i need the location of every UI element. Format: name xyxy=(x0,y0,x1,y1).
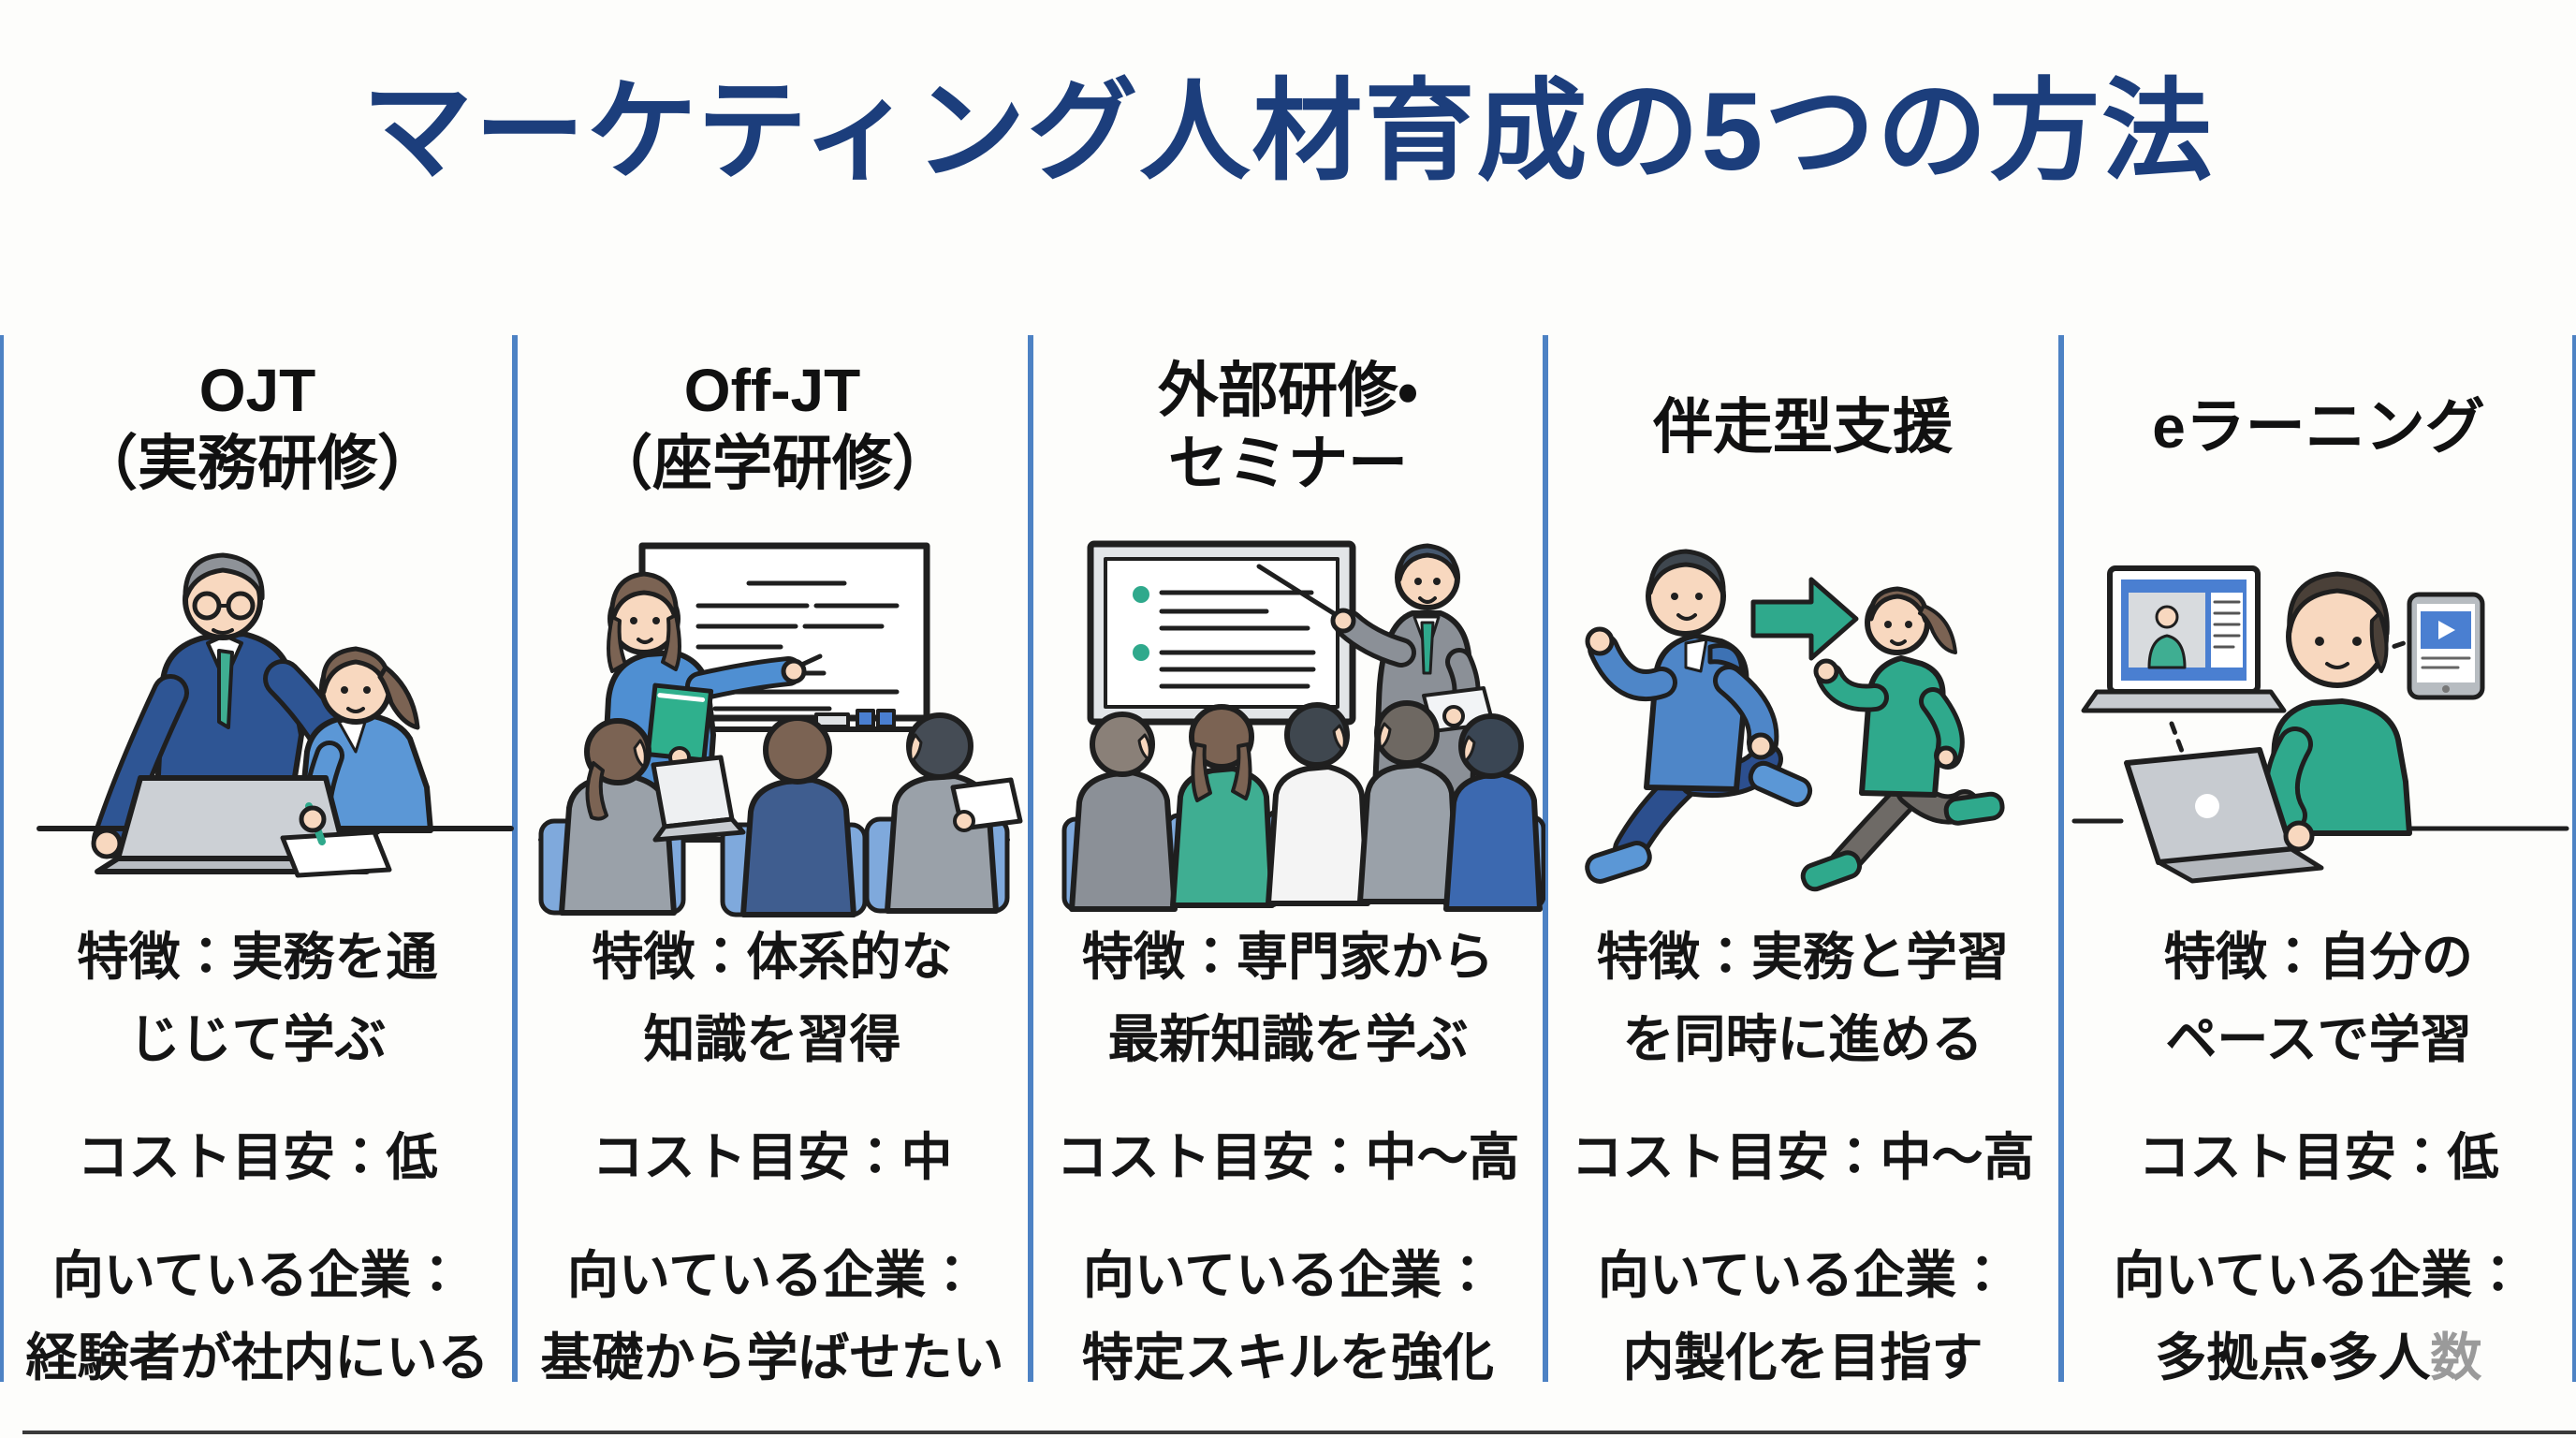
column-divider xyxy=(1028,335,1033,1382)
suited-text-value: 向いている企業： 多拠点・多人 xyxy=(2113,1246,2525,1387)
arrow-icon xyxy=(1750,577,1859,661)
online-learning-illustration xyxy=(2071,565,2569,884)
column-divider xyxy=(2572,335,2576,1382)
column-title: eラーニング xyxy=(2152,392,2485,461)
learner-figure xyxy=(2263,571,2412,836)
cost-text: コスト目安：中 xyxy=(592,1128,953,1186)
feature-text: 特徴：実務を通 じじて学ぶ xyxy=(77,928,438,1068)
column-e-learning: eラーニング xyxy=(2061,0,2576,1438)
cost-text: コスト目安：低 xyxy=(77,1128,438,1186)
suited-text: 向いている企業： 経験者が社内にいる xyxy=(25,1246,490,1387)
video-call-laptop-icon xyxy=(2081,565,2287,713)
column-title: OJT （実務研修） xyxy=(78,356,437,497)
feature-text: 特徴：専門家から 最新知識を学ぶ xyxy=(1081,928,1494,1068)
column-title: 外部研修・ セミナー xyxy=(1158,356,1418,497)
feature-text: 特徴：実務と学習 を同時に進める xyxy=(1596,928,2009,1068)
suited-text: 向いている企業： 内製化を目指す xyxy=(1597,1246,2009,1387)
column-divider xyxy=(1543,335,1548,1382)
laptop-back-icon xyxy=(2124,747,2324,884)
suited-text: 向いている企業： 基礎から学ばせたい xyxy=(540,1246,1004,1387)
column-external-seminar: 外部研修・ セミナー xyxy=(1031,0,1545,1438)
paper-and-pen-icon xyxy=(280,802,392,878)
feature-text: 特徴：自分の ペースで学習 xyxy=(2163,928,2473,1068)
learner-hand xyxy=(2283,820,2315,852)
presentation-screen-icon xyxy=(1087,540,1356,726)
audience-group xyxy=(1069,700,1543,912)
bottom-edge-line xyxy=(22,1431,2576,1434)
glasses-icon xyxy=(192,591,256,621)
suited-text: 向いている企業： 特定スキルを強化 xyxy=(1081,1246,1494,1387)
column-off-jt: Off-JT （座学研修） xyxy=(515,0,1030,1438)
runner-male-figure xyxy=(1585,549,1813,884)
suited-suffix: 数 xyxy=(2430,1328,2482,1387)
column-ojt: OJT （実務研修） xyxy=(0,0,515,1438)
seminar-presenter-illustration xyxy=(1061,540,1545,912)
e-learning-illustration xyxy=(2061,510,2576,936)
green-book-icon xyxy=(645,682,714,763)
classroom-illustration xyxy=(538,542,1023,917)
ojt-illustration xyxy=(0,510,515,936)
column-title: 伴走型支援 xyxy=(1653,392,1953,461)
column-divider xyxy=(512,335,518,1382)
runner-female-figure xyxy=(1800,586,2005,892)
column-accompaniment-support: 伴走型支援 xyxy=(1545,0,2060,1438)
cost-text: コスト目安：低 xyxy=(2138,1128,2499,1186)
students-group xyxy=(559,712,1023,917)
off-jt-illustration xyxy=(515,510,1030,936)
page-title: マーケティング人材育成の5つの方法 xyxy=(361,70,2215,194)
two-runners-illustration xyxy=(1585,549,2005,892)
pointer-stick-icon xyxy=(1256,564,1342,620)
column-divider xyxy=(2058,335,2064,1382)
accompaniment-illustration xyxy=(1545,510,2060,936)
column-divider xyxy=(0,335,4,1382)
suited-text: 向いている企業： 多拠点・多人数 xyxy=(2061,1234,2576,1399)
mentor-trainee-illustration xyxy=(37,552,514,878)
feature-text: 特徴：体系的な 知識を習得 xyxy=(592,928,953,1068)
presenter-figure xyxy=(1256,543,1495,835)
tablet-icon xyxy=(2407,592,2485,700)
cost-text: コスト目安：中～高 xyxy=(1571,1128,2035,1186)
cost-text: コスト目安：中～高 xyxy=(1056,1128,1520,1186)
seminar-illustration xyxy=(1031,510,1545,936)
dashed-connector xyxy=(2169,721,2188,764)
column-title: Off-JT （座学研修） xyxy=(593,356,952,497)
